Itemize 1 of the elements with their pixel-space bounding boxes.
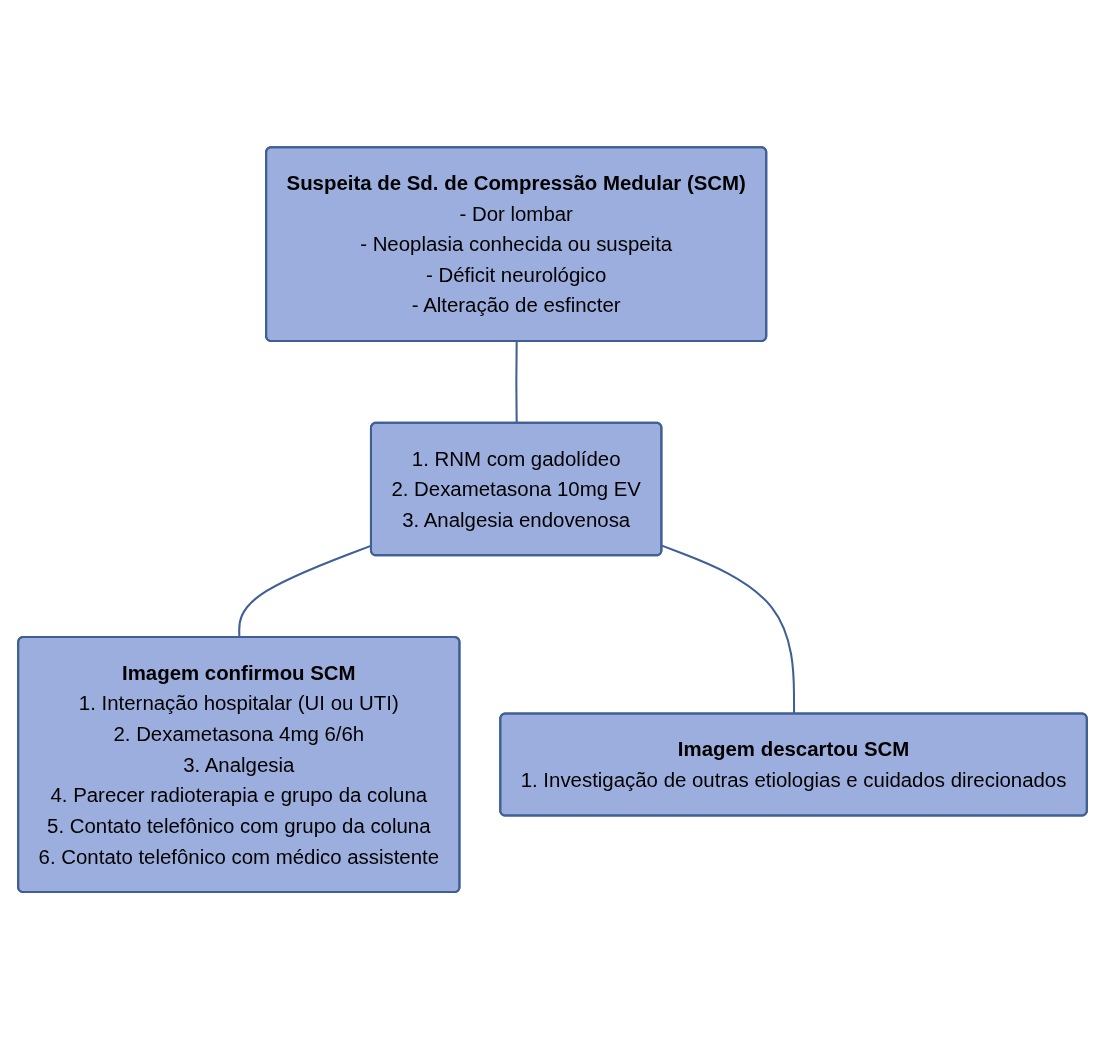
connector — [661, 544, 796, 714]
